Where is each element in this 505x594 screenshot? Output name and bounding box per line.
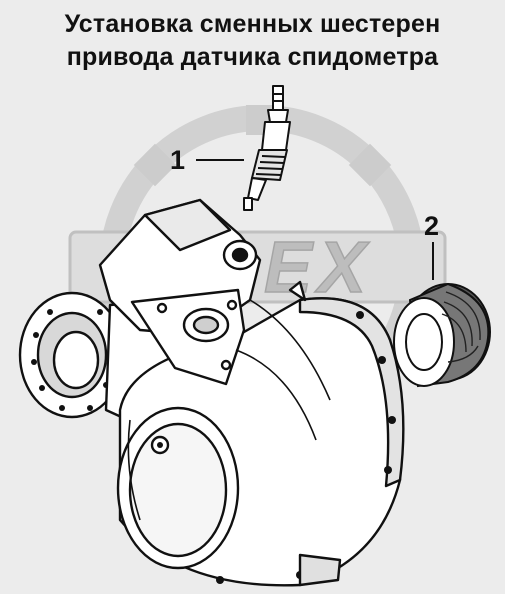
housing [18, 198, 405, 587]
title-line-1: Установка сменных шестерен [64, 10, 441, 38]
replaceable-gear [393, 282, 491, 388]
callout-label-1: 1 [170, 145, 186, 175]
title-line-2: привода датчика спидометра [66, 43, 439, 71]
callout-label-2: 2 [424, 211, 440, 241]
diagram-title: Установка сменных шестерен привода датчи… [0, 8, 505, 74]
drive-gear-shaft [243, 85, 291, 211]
